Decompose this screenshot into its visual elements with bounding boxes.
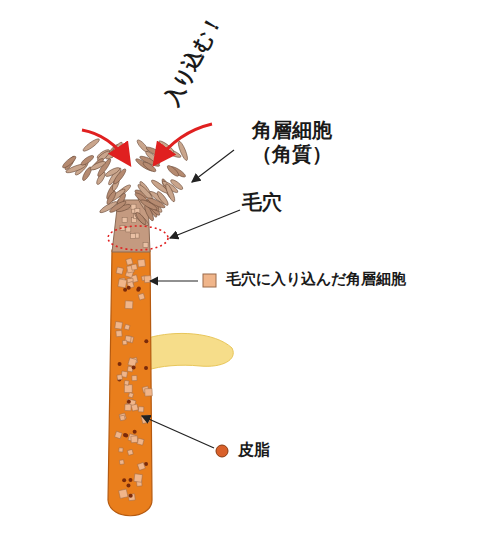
sebum-dot — [144, 462, 148, 466]
horny-cell — [61, 155, 77, 170]
part-label: 毛穴に入り込んだ角層細胞 — [226, 270, 496, 288]
red-arrow — [156, 124, 212, 162]
horny-cell — [108, 200, 127, 214]
cell-square — [124, 324, 130, 330]
cell-square — [131, 404, 138, 411]
sebum-dot — [133, 430, 137, 434]
cell-square — [126, 258, 133, 265]
horny-cell — [166, 164, 180, 178]
sebum-dot — [129, 494, 133, 498]
cell-square — [143, 242, 148, 247]
pore-ring — [108, 226, 168, 250]
part-label: 毛穴 — [242, 190, 322, 214]
cell-icon — [203, 274, 216, 287]
sebum-dot — [136, 288, 140, 292]
cell-square — [128, 494, 135, 501]
sebum-dot — [124, 434, 128, 438]
sebum-dot — [127, 286, 131, 290]
horny-cell — [112, 168, 127, 186]
cell-square — [131, 436, 138, 443]
cell-square — [119, 489, 128, 498]
cell-square — [131, 264, 137, 270]
sebum-dot — [122, 478, 126, 482]
cell-square — [130, 234, 135, 239]
cell-square — [134, 474, 143, 483]
cell-square — [138, 259, 146, 267]
sebum-dot — [123, 288, 127, 292]
horny-cell — [89, 160, 106, 172]
cell-square — [127, 449, 133, 455]
leader-line — [142, 416, 214, 448]
red-arrow — [82, 130, 128, 162]
cell-square — [115, 431, 122, 438]
sebum-dot — [127, 400, 131, 404]
horny-cells — [61, 137, 189, 227]
cell-square — [132, 376, 137, 381]
cell-square — [115, 321, 123, 329]
cell-square — [122, 217, 127, 222]
action-label: 入り込む！ — [152, 0, 234, 123]
cell-square — [119, 413, 126, 420]
cell-square — [128, 358, 137, 367]
horny-cell — [80, 154, 95, 167]
sebum-dot — [118, 362, 122, 366]
cell-square — [138, 407, 143, 412]
cell-square — [116, 267, 123, 274]
horny-cell — [105, 190, 117, 205]
cell-square — [118, 279, 127, 288]
cell-square — [128, 392, 133, 397]
sebum-dot — [128, 478, 132, 482]
cell-square — [145, 389, 153, 397]
sebum-icon — [216, 445, 228, 457]
horny-cell — [135, 211, 148, 226]
cell-square — [119, 460, 124, 465]
sebum-dot — [144, 366, 148, 370]
part-label: 角層細胞 （角質） — [236, 118, 348, 166]
leader-line — [170, 210, 240, 238]
cell-square — [117, 374, 123, 380]
follicle-texture — [115, 204, 153, 501]
leader-line — [192, 150, 234, 182]
sebum-dot — [144, 339, 148, 343]
horny-cell — [82, 137, 101, 153]
cell-square — [125, 301, 133, 309]
part-label: 皮脂 — [238, 440, 318, 459]
sebum-dot — [126, 484, 130, 488]
horny-cell — [157, 139, 175, 154]
cell-square — [137, 438, 144, 445]
sebum-dot — [132, 365, 136, 369]
cell-square — [122, 340, 127, 345]
cell-square — [144, 276, 151, 283]
horny-cell — [177, 140, 189, 161]
cell-square — [138, 293, 145, 300]
horny-cell — [164, 183, 176, 203]
horny-cell — [142, 161, 157, 174]
cell-square — [116, 330, 122, 336]
sebaceous-gland — [148, 333, 233, 370]
leader-line — [150, 280, 198, 281]
cell-square — [124, 380, 129, 385]
cell-square — [125, 404, 132, 411]
cell-square — [124, 385, 132, 393]
hair-follicle — [108, 250, 152, 516]
cell-square — [137, 462, 145, 470]
horny-cell — [140, 198, 159, 211]
cell-square — [119, 448, 123, 452]
cell-square — [120, 415, 126, 421]
